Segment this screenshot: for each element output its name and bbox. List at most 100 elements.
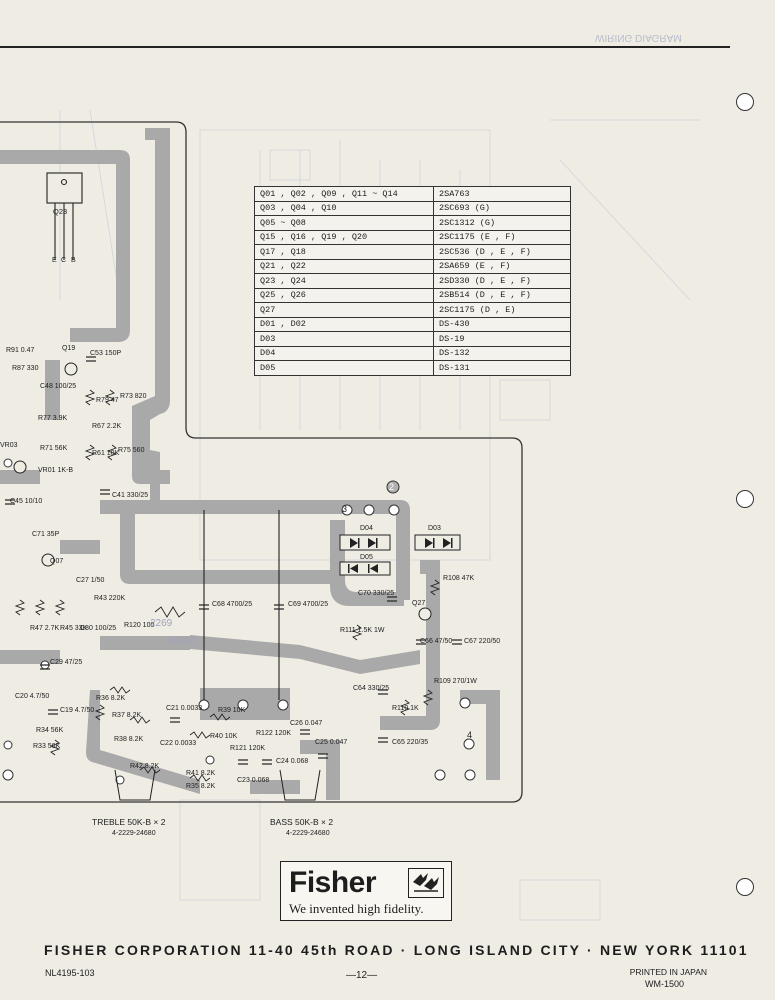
component-label: R45 33K: [60, 625, 88, 632]
binder-hole-top: [736, 93, 754, 111]
component-label: B: [71, 257, 76, 264]
component-label: R121 120K: [230, 745, 265, 752]
component-label: E: [52, 257, 57, 264]
component-label: R87 330: [12, 365, 39, 372]
component-label: R40 10K: [210, 733, 238, 740]
part-type: 2SC536 (D , E , F): [433, 244, 571, 260]
part-type: 2SA659 (E , F): [433, 258, 571, 274]
component-label: C64 330/25: [353, 685, 389, 692]
component-label: C41 330/25: [112, 492, 148, 499]
treble-pot-label: TREBLE 50K-B × 2: [92, 817, 166, 827]
component-label: R41 8.2K: [186, 770, 216, 777]
component-label: R36 8.2K: [96, 695, 126, 702]
component-label: C45 10/10: [10, 498, 42, 505]
component-label: Q07: [50, 558, 63, 565]
component-label: R67 2.2K: [92, 423, 122, 430]
component-label: C69 4700/25: [288, 601, 328, 608]
part-designators: Q27: [254, 302, 434, 318]
part-type: 2SB514 (D , E , F): [433, 287, 571, 303]
part-type: DS-131: [433, 360, 571, 376]
component-label: R120 100: [124, 622, 154, 629]
part-type: DS-132: [433, 345, 571, 361]
component-label: R47 2.7K: [30, 625, 60, 632]
part-designators: Q21 , Q22: [254, 258, 434, 274]
part-designators: D01 , D02: [254, 316, 434, 332]
part-type: 2SC1175 (D , E): [433, 302, 571, 318]
part-designators: D03: [254, 331, 434, 347]
component-label: R71 56K: [40, 445, 68, 452]
part-designators: D04: [254, 345, 434, 361]
component-label: R34 56K: [36, 727, 64, 734]
component-label: R108 47K: [443, 575, 474, 582]
component-label: C26 0.047: [290, 720, 322, 727]
component-label: 4: [467, 730, 472, 740]
part-designators: Q01 , Q02 , Q09 , Q11 ~ Q14: [254, 186, 434, 202]
component-label: C70 330/25: [358, 590, 394, 597]
component-label: R109 270/1W: [434, 678, 477, 685]
component-label: 2269: [150, 618, 173, 629]
part-type: DS-19: [433, 331, 571, 347]
component-label: R111 1.5K 1W: [340, 627, 385, 634]
component-label: R35 8.2K: [186, 783, 216, 790]
component-label: C23 0.068: [237, 777, 269, 784]
component-label: R75 560: [118, 447, 145, 454]
company-address: FISHER CORPORATION 11-40 45th ROAD · LON…: [44, 942, 749, 958]
printed-in-japan: PRINTED IN JAPAN: [629, 967, 707, 977]
component-label: D05: [360, 554, 373, 561]
component-label: R77 3.9K: [38, 415, 68, 422]
component-label: C20 4.7/50: [15, 693, 49, 700]
component-label: C25 0.047: [315, 739, 347, 746]
component-label: C21 0.0033: [166, 705, 202, 712]
component-label: R39 10K: [218, 707, 246, 714]
part-type: 2SD330 (D , E , F): [433, 273, 571, 289]
bass-pot-label: BASS 50K-B × 2: [270, 817, 334, 827]
component-label: R110 1K: [392, 705, 419, 712]
component-label: C65 220/35: [392, 739, 428, 746]
component-label: C27 1/50: [76, 577, 105, 584]
treble-pot-code: 4-2229-24680: [112, 830, 156, 837]
component-label: C24 0.068: [276, 758, 308, 765]
part-designators: Q15 , Q16 , Q19 , Q20: [254, 229, 434, 245]
component-label: C68 4700/25: [212, 601, 252, 608]
component-label: R122 120K: [256, 730, 291, 737]
component-label: 2: [389, 482, 394, 492]
component-label: C80 100/25: [80, 625, 116, 632]
part-designators: Q25 , Q26: [254, 287, 434, 303]
component-label: C29 47/25: [50, 659, 82, 666]
component-label: C19 4.7/50: [60, 707, 94, 714]
top-rule: [0, 46, 730, 48]
logo-wordmark: Fisher: [289, 866, 377, 899]
component-label: R61 10K: [92, 450, 120, 457]
component-label: Q27: [412, 600, 425, 607]
component-label: C: [61, 257, 66, 264]
component-label: R33 56K: [33, 743, 61, 750]
component-label: R38 8.2K: [114, 736, 144, 743]
component-label: C71 35P: [32, 531, 60, 538]
component-label: C66 47/50: [420, 638, 452, 645]
bass-pot-code: 4-2229-24680: [286, 830, 330, 837]
component-label: 3: [342, 504, 347, 514]
part-designators: Q17 , Q18: [254, 244, 434, 260]
component-label: R73 820: [120, 393, 147, 400]
part-type: 2SA763: [433, 186, 571, 202]
part-type: 2SC1175 (E , F): [433, 229, 571, 245]
component-label: Q19: [62, 345, 75, 352]
page-number: —12—: [346, 970, 378, 981]
part-designators: Q05 ~ Q08: [254, 215, 434, 231]
part-type: 2SC693 (G): [433, 200, 571, 216]
component-label: VR03: [0, 442, 18, 449]
model-number: WM-1500: [645, 979, 685, 989]
part-designators: Q23 , Q24: [254, 273, 434, 289]
